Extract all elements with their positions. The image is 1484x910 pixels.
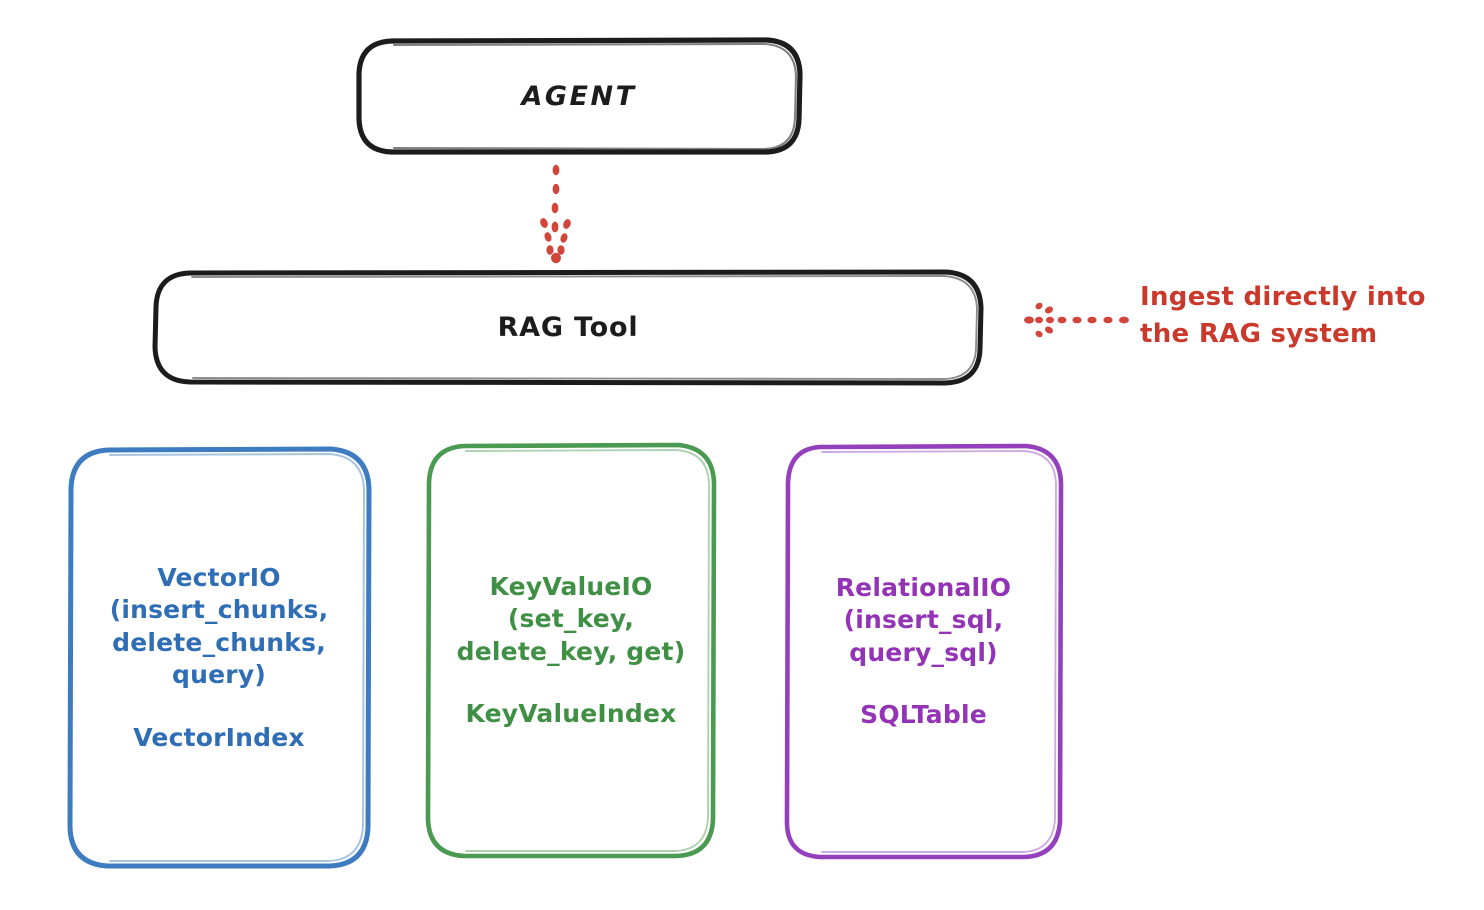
rag-tool-box-outline	[152, 269, 984, 386]
agent-to-rag-tool-arrow	[540, 164, 571, 264]
agent-label: AGENT	[521, 80, 637, 112]
keyvalueio-node[interactable]: KeyValueIO (set_key, delete_key, get) Ke…	[428, 445, 714, 856]
agent-node[interactable]: AGENT	[358, 40, 800, 153]
relationalio-box-outline	[784, 443, 1064, 860]
relationalio-content: RelationalIO (insert_sql, query_sql) SQL…	[786, 572, 1061, 732]
rag-tool-label: RAG Tool	[497, 311, 639, 343]
ingest-annotation-text: Ingest directly into the RAG system	[1140, 282, 1426, 349]
keyvalueio-index-label: KeyValueIndex	[465, 699, 677, 728]
keyvalueio-box-outline	[425, 442, 717, 859]
vectorio-content: VectorIO (insert_chunks, delete_chunks, …	[69, 562, 369, 755]
relationalio-node[interactable]: RelationalIO (insert_sql, query_sql) SQL…	[786, 446, 1061, 857]
vectorio-box-outline	[67, 446, 372, 869]
relationalio-api-label: RelationalIO (insert_sql, query_sql)	[835, 572, 1012, 667]
agent-box-outline	[356, 37, 803, 155]
keyvalueio-content: KeyValueIO (set_key, delete_key, get) Ke…	[428, 571, 714, 731]
keyvalueio-api-label: KeyValueIO (set_key, delete_key, get)	[456, 571, 686, 666]
vectorio-index-label: VectorIndex	[133, 722, 305, 752]
vectorio-api-label: VectorIO (insert_chunks, delete_chunks, …	[109, 562, 329, 690]
relationalio-index-label: SQLTable	[860, 700, 987, 729]
rag-tool-node[interactable]: RAG Tool	[155, 272, 981, 383]
ingest-arrow	[1024, 302, 1129, 338]
vectorio-node[interactable]: VectorIO (insert_chunks, delete_chunks, …	[69, 449, 369, 867]
